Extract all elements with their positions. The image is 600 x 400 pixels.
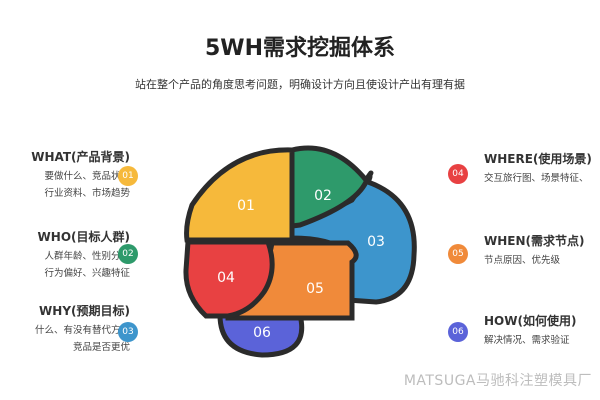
segment-label-02: 02 [314, 188, 332, 204]
label-who: WHO(目标人群) 人群年龄、性别分布 行为偏好、兴趣特征 [38, 228, 130, 282]
segment-label-06: 06 [253, 325, 271, 341]
page-subtitle: 站在整个产品的角度思考问题，明确设计方向且使设计产出有理有据 [135, 78, 465, 91]
label-how: HOW(如何使用) 解决情况、需求验证 [484, 312, 576, 349]
label-line: 节点原因、优先级 [484, 255, 561, 266]
label-where: WHERE(使用场景) 交互旅行图、场景特征、 [484, 150, 592, 187]
label-line: 解决情况、需求验证 [484, 335, 570, 346]
label-line: 竞品是否更优 [72, 342, 130, 353]
badge-06: 06 [448, 322, 468, 342]
badge-04: 04 [448, 164, 468, 184]
badge-02: 02 [118, 244, 138, 264]
segment-label-05: 05 [306, 281, 324, 297]
label-line: 行为偏好、兴趣特征 [44, 268, 130, 279]
label-what: WHAT(产品背景) 要做什么、竞品状况 行业资料、市场趋势 [31, 148, 130, 202]
label-heading: WHO(目标人群) [37, 230, 130, 244]
label-why: WHY(预期目标) 什么、有没有替代方案 竞品是否更优 [35, 302, 130, 356]
segment-label-01: 01 [237, 198, 255, 214]
label-heading: WHEN(需求节点) [484, 234, 585, 248]
brain-segment-01 [184, 147, 295, 243]
label-heading: HOW(如何使用) [484, 314, 577, 328]
badge-03: 03 [118, 322, 138, 342]
badge-05: 05 [448, 244, 468, 264]
label-line: 交互旅行图、场景特征、 [484, 173, 589, 184]
brain-segment-04 [183, 239, 275, 319]
label-line: 什么、有没有替代方案 [34, 325, 130, 336]
badge-01: 01 [118, 166, 138, 186]
watermark: MATSUGA马驰科注塑模具厂 [403, 373, 592, 389]
page-title: 5WH需求挖掘体系 [205, 36, 395, 61]
brain-segment-06 [217, 312, 305, 358]
brain-segment-02 [289, 145, 374, 229]
label-when: WHEN(需求节点) 节点原因、优先级 [484, 232, 585, 269]
segment-label-04: 04 [217, 270, 235, 286]
label-heading: WHERE(使用场景) [484, 152, 592, 166]
label-heading: WHY(预期目标) [39, 304, 130, 318]
label-line: 人群年龄、性别分布 [44, 251, 130, 262]
segment-label-03: 03 [367, 234, 385, 250]
label-heading: WHAT(产品背景) [31, 150, 130, 164]
label-line: 行业资料、市场趋势 [44, 188, 130, 199]
label-line: 要做什么、竞品状况 [44, 171, 130, 182]
